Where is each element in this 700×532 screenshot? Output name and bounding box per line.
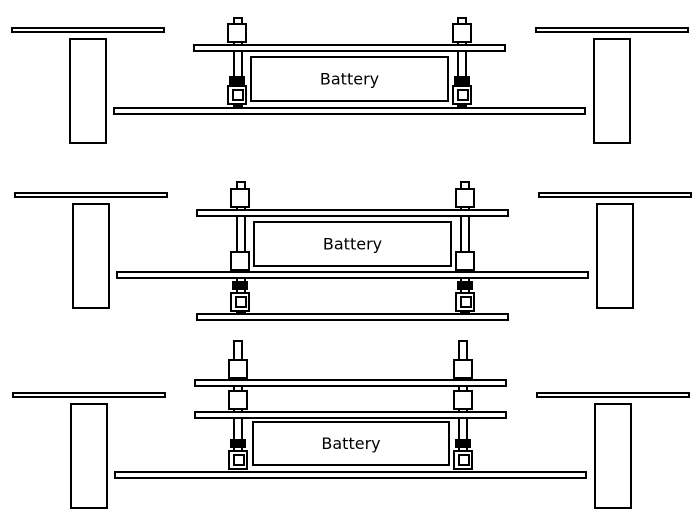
right-frame-rail [538, 192, 692, 198]
left-standoff [230, 181, 250, 313]
standoff-nut [230, 188, 250, 208]
rubber-spacer [230, 439, 246, 448]
battery [252, 421, 450, 466]
battery-label: Battery [321, 434, 380, 453]
right-standoff [453, 340, 473, 470]
left-frame-leg [70, 403, 108, 509]
battery [253, 221, 452, 267]
left-standoff [227, 17, 247, 107]
standoff-nut [228, 390, 248, 410]
left-frame-rail [12, 392, 166, 398]
right-frame-leg [594, 403, 632, 509]
bottom-plate [114, 471, 587, 479]
right-frame-leg [593, 38, 631, 144]
left-frame-rail [11, 27, 165, 33]
standoff-nut [453, 390, 473, 410]
standoff-nut [452, 23, 472, 43]
rubber-spacer [455, 439, 471, 448]
mount-configuration-3: Battery [12, 340, 690, 509]
standoff-base [458, 454, 470, 466]
right-frame-rail [535, 27, 689, 33]
standoff-nut [453, 359, 473, 379]
standoff-nut [230, 251, 250, 271]
left-frame-leg [69, 38, 107, 144]
standoff-nut [455, 188, 475, 208]
top-plate [193, 44, 506, 52]
standoff-base [457, 89, 469, 101]
battery [250, 56, 449, 102]
standoff-base [233, 454, 245, 466]
standoff-nut [227, 23, 247, 43]
mount-configuration-2: Battery [14, 181, 692, 321]
left-frame-leg [72, 203, 110, 309]
rubber-spacer [454, 76, 470, 85]
standoff-nut [228, 359, 248, 379]
standoff-post [457, 17, 467, 107]
rubber-spacer [232, 281, 248, 290]
standoff-base [460, 296, 472, 308]
top-plate [196, 209, 509, 217]
rubber-spacer [457, 281, 473, 290]
right-frame-leg [596, 203, 634, 309]
standoff-base [232, 89, 244, 101]
standoff-base [235, 296, 247, 308]
right-standoff [452, 17, 472, 107]
rubber-spacer [229, 76, 245, 85]
bottom-plate [113, 107, 586, 115]
right-frame-rail [536, 392, 690, 398]
left-frame-rail [14, 192, 168, 198]
battery-label: Battery [323, 235, 382, 254]
standoff-post [233, 17, 243, 107]
battery-label: Battery [320, 70, 379, 89]
standoff-nut [455, 251, 475, 271]
left-standoff [228, 340, 248, 470]
right-standoff [455, 181, 475, 313]
mount-configuration-1: Battery [11, 17, 689, 144]
bottom-plate [196, 313, 509, 321]
top-plate [194, 379, 507, 387]
middle-plate [194, 411, 507, 419]
middle-plate [116, 271, 589, 279]
